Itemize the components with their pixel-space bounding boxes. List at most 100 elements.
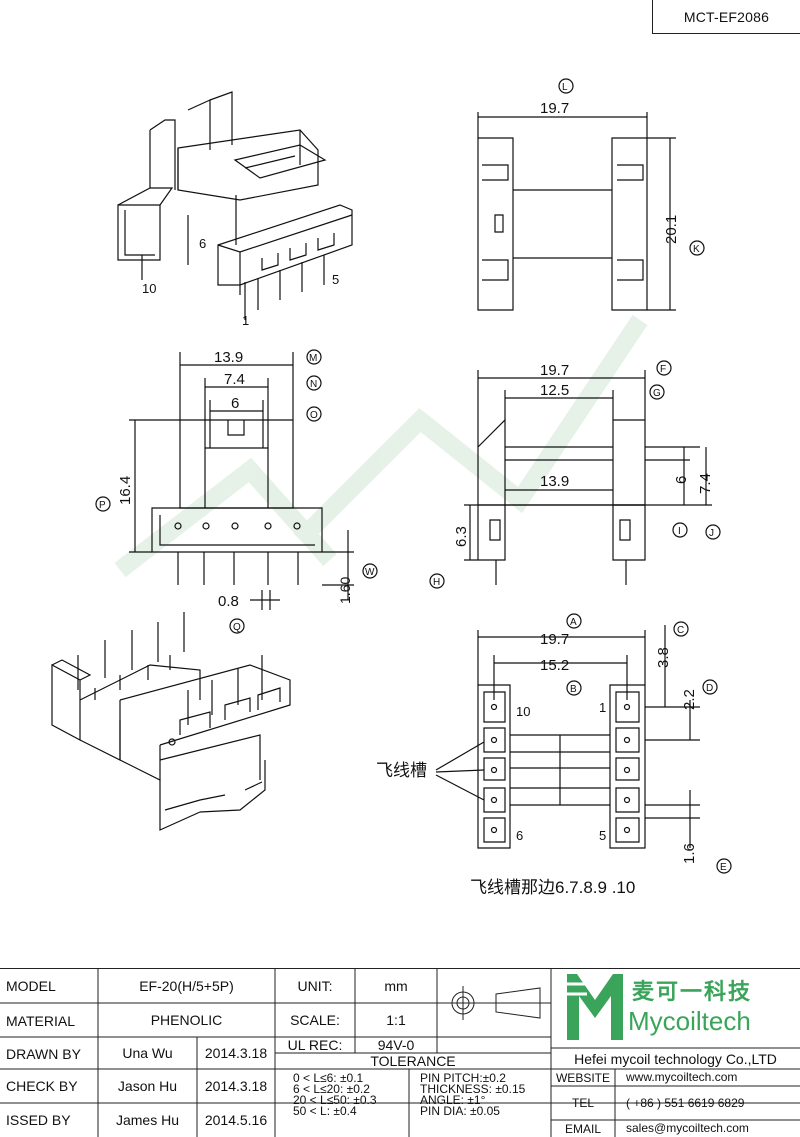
label-Q: Q [229, 618, 245, 634]
bottom-pin-label-10: 10 [516, 704, 530, 719]
model-label: MODEL [6, 978, 56, 994]
svg-text:F: F [660, 364, 666, 375]
label-K: K [689, 240, 705, 256]
svg-text:E: E [720, 862, 727, 873]
dim-A-value: 19.7 [540, 631, 569, 648]
tel-value: ( +86 ) 551 6619 6829 [626, 1096, 745, 1110]
pin-tolerance-row: PIN PITCH:±0.2 [420, 1071, 506, 1085]
dim-side-13-9: 13.9 [540, 473, 569, 490]
drawing-code: MCT-EF2086 [652, 0, 800, 34]
tolerance-row: 50 < L: ±0.4 [293, 1104, 357, 1118]
dim-G-value: 12.5 [540, 382, 569, 399]
issued-by-date: 2014.5.16 [204, 1112, 268, 1128]
dim-H-value: 6.3 [453, 526, 470, 547]
dim-side-7-4: 7.4 [697, 473, 714, 494]
svg-text:W: W [365, 567, 375, 578]
top-view [477, 112, 676, 311]
label-W: W [362, 563, 378, 579]
company-name: Hefei mycoil technology Co.,LTD [574, 1050, 777, 1067]
bottom-pin-label-1: 1 [599, 700, 606, 715]
scale-label: SCALE: [290, 1012, 340, 1028]
ulrec-value: 94V-0 [377, 1037, 415, 1053]
svg-text:K: K [693, 244, 700, 255]
iso-pin-label-10: 10 [142, 281, 156, 296]
slot-side-note: 飞线槽那边6.7.8.9 .10 [470, 878, 635, 897]
svg-text:G: G [653, 388, 661, 399]
email-value[interactable]: sales@mycoiltech.com [626, 1121, 749, 1135]
label-H: H [429, 573, 445, 589]
tolerance-row: 6 < L≤20: ±0.2 [293, 1082, 370, 1096]
mycoiltech-logo-mark [567, 974, 623, 1040]
check-by-date: 2014.3.18 [204, 1078, 268, 1094]
label-G: G [649, 384, 665, 400]
dim-F-value: 19.7 [540, 362, 569, 379]
dim-N-value: 7.4 [224, 371, 245, 388]
unit-value: mm [384, 977, 408, 994]
tolerance-row: 0 < L≤6: ±0.1 [293, 1071, 364, 1085]
svg-text:H: H [433, 577, 440, 588]
svg-text:B: B [570, 684, 577, 695]
dim-L-value: 19.7 [540, 100, 569, 117]
title-block-grid [0, 968, 800, 1137]
svg-text:M: M [309, 353, 317, 364]
label-L: L [558, 78, 574, 94]
label-O: O [306, 406, 322, 422]
dim-W-value: 1.60 [337, 577, 353, 604]
bottom-pin-label-6: 6 [516, 828, 523, 843]
material-label: MATERIAL [6, 1013, 75, 1029]
svg-text:I: I [678, 526, 681, 537]
svg-text:C: C [677, 625, 684, 636]
logo-english: Mycoiltech [628, 1006, 751, 1036]
svg-text:A: A [570, 617, 577, 628]
svg-text:P: P [99, 500, 106, 511]
drawn-by-label: DRAWN BY [6, 1046, 81, 1062]
side-view [464, 370, 712, 585]
issued-by-label: ISSED BY [6, 1112, 71, 1128]
slot-note: 飞线槽 [376, 761, 427, 780]
dim-E-value: 1.6 [681, 843, 698, 864]
label-E: E [716, 858, 732, 874]
drawn-by-name: Una Wu [122, 1045, 173, 1061]
dim-M-value: 13.9 [214, 349, 243, 366]
dim-O-value: 6 [231, 395, 239, 412]
dim-P-value: 16.4 [117, 476, 134, 505]
dim-Q-value: 0.8 [218, 593, 239, 610]
label-J: J [705, 524, 721, 540]
watermark-logo [114, 315, 648, 578]
material-value: PHENOLIC [150, 1012, 223, 1028]
dim-B-value: 15.2 [540, 657, 569, 674]
tel-label: TEL [571, 1096, 594, 1110]
dim-K-value: 20.1 [663, 215, 680, 244]
dim-side-6: 6 [673, 476, 690, 484]
pin-tolerance-row: THICKNESS: ±0.15 [420, 1082, 526, 1096]
label-N: N [306, 375, 322, 391]
tolerance-label: TOLERANCE [370, 1053, 456, 1069]
iso-view-top [117, 91, 353, 320]
label-I: I [672, 522, 688, 538]
pin-tolerance-row: PIN DIA: ±0.05 [420, 1104, 500, 1118]
svg-text:Q: Q [233, 622, 241, 633]
title-block: MODEL EF-20(H/5+5P) MATERIAL PHENOLIC DR… [0, 968, 800, 1137]
website-value[interactable]: www.mycoiltech.com [626, 1070, 738, 1084]
email-label: EMAIL [564, 1121, 601, 1136]
iso-pin-label-5: 5 [332, 272, 339, 287]
bottom-pin-label-5: 5 [599, 828, 606, 843]
drawn-by-date: 2014.3.18 [204, 1045, 268, 1061]
check-by-label: CHECK BY [6, 1078, 78, 1094]
front-view [129, 352, 354, 610]
svg-text:O: O [310, 410, 318, 421]
dim-D-value: 2.2 [681, 689, 698, 710]
svg-text:J: J [709, 528, 714, 539]
label-B: B [566, 680, 582, 696]
dim-C-value: 3.8 [655, 647, 672, 668]
website-label: WEBSITE [555, 1070, 610, 1085]
iso-pin-label-6: 6 [199, 236, 206, 251]
svg-text:N: N [310, 379, 317, 390]
logo-chinese: 麦可一科技 [632, 979, 753, 1004]
pin-tolerance-list: PIN PITCH:±0.2 THICKNESS: ±0.15 ANGLE: ±… [420, 1071, 550, 1118]
svg-text:L: L [562, 82, 568, 93]
drawing-area: 10 6 1 5 19.7 L 20.1 K 13.9 M 7.4 N 6 O [51, 78, 732, 897]
label-P: P [95, 496, 111, 512]
tolerance-row: 20 < L≤50: ±0.3 [293, 1093, 377, 1107]
